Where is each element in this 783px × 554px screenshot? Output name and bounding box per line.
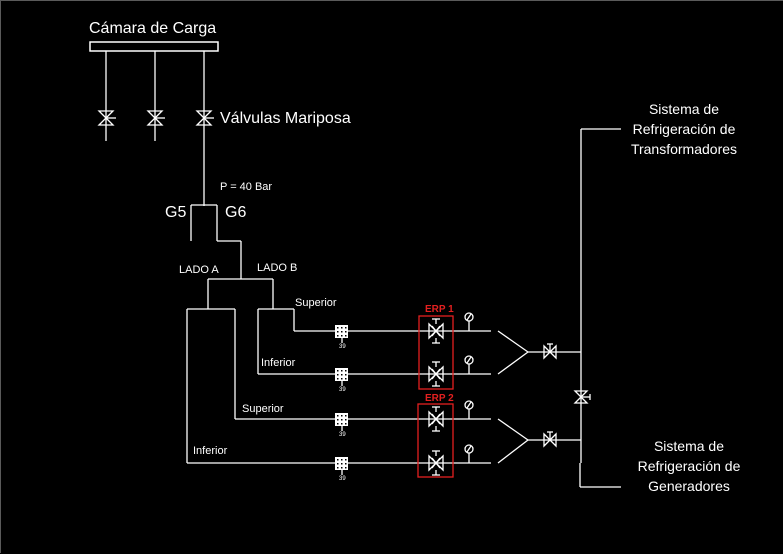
- main-split: [190, 204, 242, 279]
- erp1-label: ERP 1: [425, 304, 454, 315]
- pressure-gauge-icon[interactable]: [464, 444, 474, 463]
- pressure-reducing-valve-icon[interactable]: [428, 450, 444, 476]
- drop-pipes: [105, 51, 205, 206]
- strainer-tag: 39: [339, 432, 346, 438]
- svg-text:Refrigeración de: Refrigeración de: [633, 121, 736, 137]
- svg-text:Generadores: Generadores: [648, 478, 730, 494]
- pressure-reducing-valve-icon[interactable]: [428, 406, 444, 432]
- pressure-reducing-valve-icon[interactable]: [428, 318, 444, 344]
- load-chamber-rect: [89, 41, 219, 52]
- valves-label: Válvulas Mariposa: [220, 110, 351, 127]
- butterfly-valve-icon[interactable]: [146, 110, 165, 126]
- svg-text:Refrigeración de: Refrigeración de: [638, 458, 741, 474]
- g5-label: G5: [165, 204, 186, 221]
- svg-text:Sistema de: Sistema de: [654, 438, 724, 454]
- gate-valve-icon[interactable]: [543, 431, 557, 448]
- strainer-tag: 39: [339, 476, 346, 482]
- pressure-gauge-icon[interactable]: [464, 400, 474, 419]
- merge-lines: [497, 330, 581, 464]
- pressure-reducing-valve-icon[interactable]: [428, 361, 444, 387]
- strainer-icon[interactable]: 39: [335, 457, 348, 482]
- branch-b-inferior-label: Inferior: [261, 357, 296, 369]
- strainer-icon[interactable]: 39: [335, 413, 348, 438]
- branch-a-superior-label: Superior: [242, 403, 284, 415]
- butterfly-valve-icon[interactable]: [195, 110, 214, 126]
- branch-a-inferior-label: Inferior: [193, 445, 228, 457]
- strainer-tag: 39: [339, 387, 346, 393]
- svg-text:Sistema de: Sistema de: [649, 101, 719, 117]
- pressure-gauge-icon[interactable]: [464, 312, 474, 331]
- load-chamber: [89, 41, 219, 52]
- strainer-icon[interactable]: 39: [335, 325, 348, 350]
- side-b-label: LADO B: [257, 262, 297, 274]
- sides-split: [186, 278, 295, 463]
- cooling-header: [579, 128, 621, 488]
- pressure-gauge-icon[interactable]: [464, 355, 474, 374]
- branch-b-superior-label: Superior: [295, 297, 337, 309]
- svg-text:Transformadores: Transformadores: [631, 141, 737, 157]
- erp2-label: ERP 2: [425, 393, 454, 404]
- transformers-system-label: Sistema de Refrigeración de Transformado…: [631, 101, 737, 157]
- side-a-label: LADO A: [179, 264, 219, 276]
- erp1-box[interactable]: [418, 315, 454, 390]
- pressure-label: P = 40 Bar: [220, 181, 272, 193]
- generators-system-label: Sistema de Refrigeración de Generadores: [638, 438, 741, 494]
- strainer-tag: 39: [339, 344, 346, 350]
- butterfly-valve-icon[interactable]: [97, 110, 116, 126]
- erp2-box[interactable]: [417, 403, 454, 478]
- g6-label: G6: [225, 204, 246, 221]
- gate-valve-icon[interactable]: [543, 343, 557, 360]
- chamber-label: Cámara de Carga: [89, 20, 216, 37]
- strainer-icon[interactable]: 39: [335, 368, 348, 393]
- header-valve-icon[interactable]: [573, 390, 591, 404]
